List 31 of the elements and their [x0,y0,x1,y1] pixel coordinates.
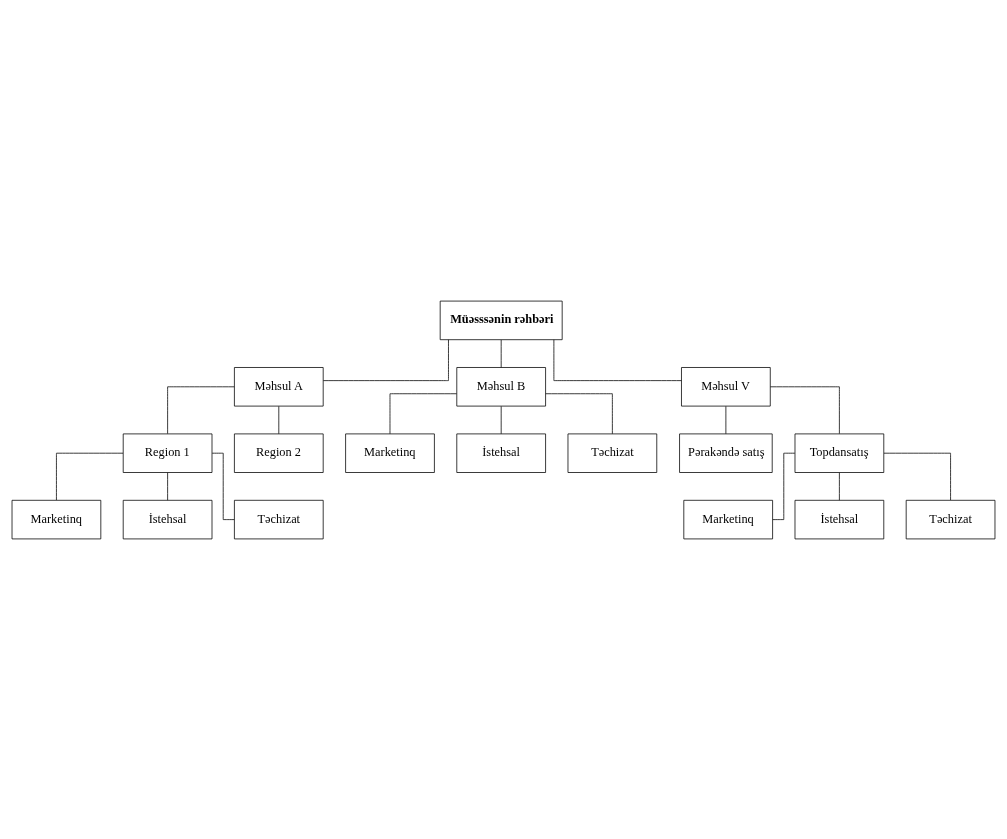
node-box: İstehsal [122,499,213,539]
node-box: Region 2 [234,433,324,473]
connector [770,385,840,434]
node-box: Məhsul B [456,366,546,406]
connector [389,392,457,434]
node-box: Məhsul A [234,366,324,406]
connector [167,385,235,434]
connector [56,452,124,500]
connector [500,405,502,434]
node-box: Marketinq [11,499,102,539]
connector [883,452,951,500]
node-box: Məhsul V [681,366,771,406]
node-box: Marketinq [345,433,435,473]
connector [323,338,449,381]
connector [725,405,727,434]
connector [839,471,840,501]
node-box: İstehsal [794,499,885,539]
node-box: Pərakəndə satış [679,433,773,473]
node-box: Təchizat [905,499,996,539]
connector [553,338,682,381]
node-box: Təchizat [567,433,658,473]
node-box: Müəsssənin rəhbəri [439,300,563,340]
node-box: Marketinq [683,499,773,539]
node-box: Təchizat [234,499,324,539]
connector [545,392,613,434]
node-box: Region 1 [122,433,213,473]
node-box: İstehsal [456,433,546,473]
connector [167,471,168,501]
connector [500,339,502,368]
connector [278,405,280,434]
node-box: Topdansatış [794,433,885,473]
